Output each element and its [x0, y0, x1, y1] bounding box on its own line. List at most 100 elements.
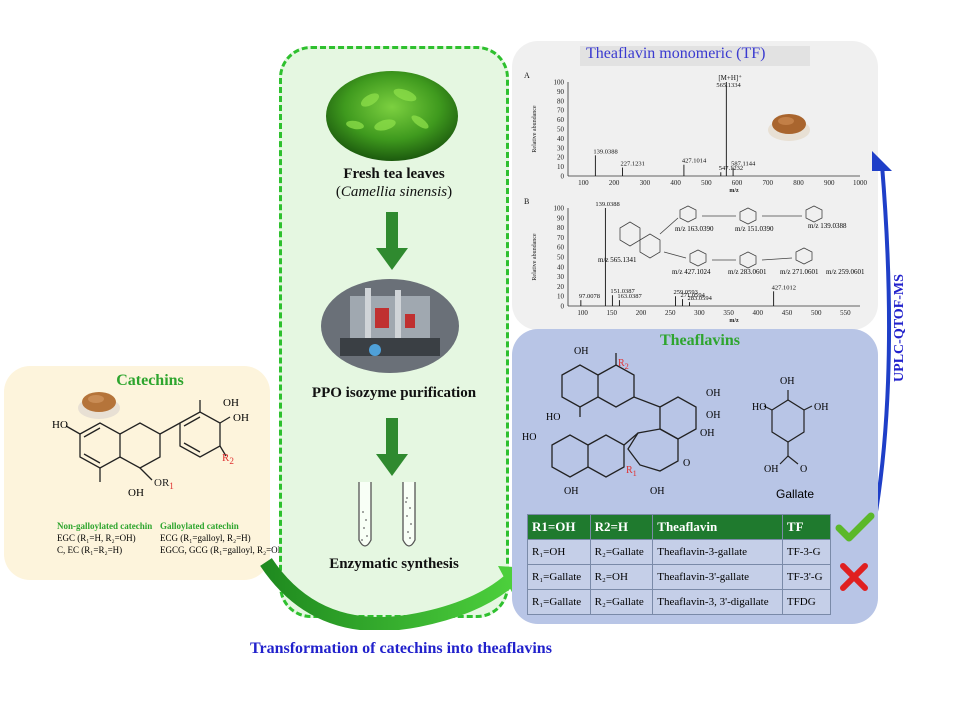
catechin-structure: [65, 400, 231, 482]
y-tick-label: 70: [557, 107, 565, 115]
table-row: R₁=Gallate R₂=OH Theaflavin-3'-gallate T…: [527, 564, 832, 590]
peak-label: 139.0388: [593, 148, 617, 155]
x-tick-label: 400: [753, 309, 764, 317]
peak-label: 427.1014: [682, 158, 707, 165]
x-tick-label: 550: [840, 309, 851, 317]
theaflavin-oh-label: OH: [564, 486, 579, 497]
tf-panel-title: Theaflavin monomeric (TF): [586, 45, 766, 62]
x-tick-label: 100: [577, 309, 588, 317]
fragment-label: m/z 283.0601: [728, 268, 767, 276]
table-cell: R₁=OH: [527, 539, 591, 565]
x-tick-label: 600: [732, 179, 743, 187]
peak-label: 151.0387: [610, 288, 635, 295]
table-cell: TFDG: [781, 589, 832, 615]
y-tick-label: 100: [554, 205, 565, 213]
table-cell: TF-3-G: [781, 539, 832, 565]
y-tick-label: 50: [557, 254, 565, 262]
gallate-o-label: O: [800, 464, 808, 475]
table-header-row: R1=OH R2=H Theaflavin TF: [527, 514, 832, 540]
table-cell: TF-3'-G: [781, 564, 832, 590]
table-cell: R₂=OH: [589, 564, 654, 590]
down-arrow-icon: [376, 418, 408, 476]
fragment-label: m/z 259.0601: [826, 268, 865, 276]
tf-powder-image: [768, 114, 810, 141]
non-galloylated-line1: EGC (R₁=H, R₂=OH): [57, 533, 136, 543]
peak-label: 271.0594: [680, 292, 705, 299]
x-tick-label: 700: [763, 179, 774, 187]
peak-label: 139.0388: [595, 201, 619, 208]
x-tick-label: 1000: [853, 179, 868, 187]
x-tick-label: 500: [811, 309, 822, 317]
peak-label: 283.0594: [688, 295, 713, 302]
galloylated-header: Galloylated catechin: [160, 521, 239, 531]
x-tick-label: 300: [640, 179, 651, 187]
spectrum-panel-label: A: [524, 71, 530, 80]
x-tick-label: 300: [694, 309, 705, 317]
table-cell: Theaflavin-3-gallate: [652, 539, 783, 565]
peak-label: 259.0593: [673, 289, 697, 296]
theaflavin-table: R1=OH R2=H Theaflavin TF R₁=OH R₂=Gallat…: [527, 514, 832, 615]
ho-left-label: HO: [52, 419, 68, 431]
y-axis-label: Relative abundance: [532, 105, 538, 152]
x-tick-label: 150: [607, 309, 618, 317]
x-tick-label: 900: [824, 179, 835, 187]
catechins-panel: [4, 366, 270, 580]
spectrum-panel-label: B: [524, 197, 529, 206]
fragmentation-scheme: [619, 205, 823, 269]
test-tubes-image: [358, 482, 416, 547]
table-cell: Theaflavin-3'-gallate: [652, 564, 783, 590]
y-tick-label: 10: [557, 293, 565, 301]
theaflavins-title: Theaflavins: [659, 332, 740, 349]
x-tick-label: 800: [793, 179, 804, 187]
theaflavin-ho-label: HO: [522, 432, 537, 443]
peak-label: 565.1334: [716, 82, 741, 89]
theaflavin-oh-label: OH: [700, 428, 715, 439]
y-tick-label: 80: [557, 224, 565, 232]
step2-title: PPO isozyme purification: [311, 385, 477, 401]
theaflavin-oh-label: OH: [706, 388, 721, 399]
check-icon: [835, 512, 875, 542]
x-axis-label: m/z: [729, 318, 739, 324]
x-tick-label: 100: [578, 179, 589, 187]
table-header: R1=OH: [527, 514, 591, 540]
peak-label: [M+H]⁺: [718, 74, 742, 82]
peak-label: 163.0387: [617, 293, 642, 300]
oh-bottom-label: OH: [128, 487, 144, 499]
fragment-label: m/z 163.0390: [675, 225, 714, 233]
tf-monomer-panel: [512, 41, 878, 330]
y-axis-label: Relative abundance: [532, 233, 538, 280]
uplc-label: UPLC-QTOF-MS: [892, 274, 907, 382]
step1-subtitle: (Camellia sinensis): [335, 184, 453, 200]
peak-label: 427.1012: [772, 284, 796, 291]
y-tick-label: 10: [557, 163, 565, 171]
cross-icon: [840, 563, 868, 591]
x-tick-label: 350: [723, 309, 734, 317]
theaflavin-keto-label: O: [683, 458, 691, 469]
y-tick-label: 20: [557, 154, 565, 162]
r2-label: R2: [222, 452, 234, 467]
x-tick-label: 250: [665, 309, 676, 317]
y-tick-label: 40: [557, 135, 565, 143]
transformation-arrow-icon: [260, 558, 530, 630]
x-tick-label: 450: [782, 309, 793, 317]
tea-leaves-image: [326, 71, 458, 161]
theaflavin-oh-label: OH: [650, 486, 665, 497]
y-tick-label: 60: [557, 116, 565, 124]
x-axis-label: m/z: [729, 188, 739, 194]
table-cell: R₁=Gallate: [527, 564, 591, 590]
gallate-oh-label: OH: [814, 402, 829, 413]
oh-top-label: OH: [223, 397, 239, 409]
table-cell: R₂=Gallate: [589, 589, 654, 615]
non-galloylated-header: Non-galloylated catechin: [57, 521, 153, 531]
y-tick-label: 90: [557, 214, 565, 222]
table-cell: R₂=Gallate: [589, 539, 654, 565]
y-tick-label: 40: [557, 263, 565, 271]
y-tick-label: 0: [561, 303, 565, 311]
galloylated-line1: ECG (R₁=galloyl, R₂=H): [160, 533, 251, 543]
table-header: TF: [781, 514, 832, 540]
x-tick-label: 200: [636, 309, 647, 317]
theaflavin-structure: [551, 353, 697, 478]
fragment-label: m/z 271.0601: [780, 268, 819, 276]
